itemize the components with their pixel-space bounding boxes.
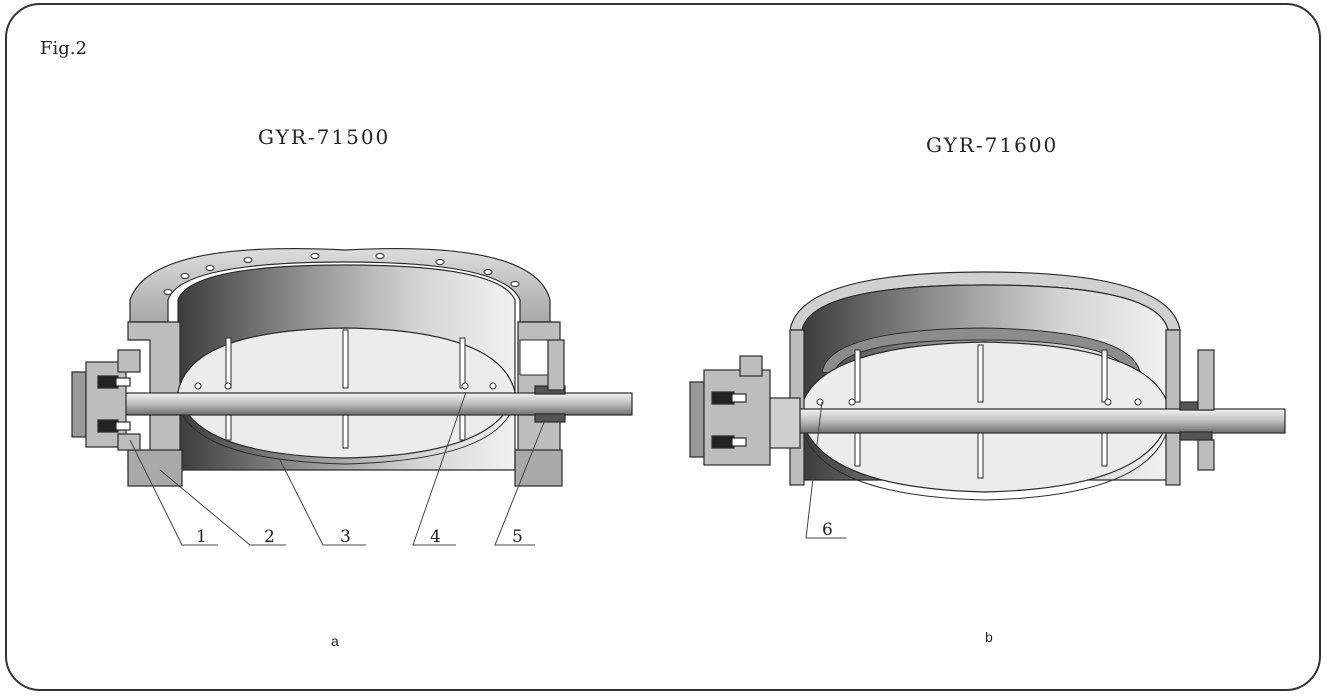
valve-a-left-housing	[71, 349, 141, 451]
valve-a-right-bearing	[534, 339, 566, 423]
figure-label: Fig.2	[40, 38, 87, 59]
valve-a-bolt-holes	[163, 253, 520, 295]
valve-a-lower-flange-left	[127, 449, 183, 487]
panel-a-title: GYR-71500	[258, 125, 390, 149]
panel-b: GYR-71600	[689, 133, 1286, 645]
callout-4: 4	[430, 527, 441, 547]
panel-a-caption: a	[331, 633, 339, 649]
valve-b-right-bearing	[1179, 349, 1215, 471]
callout-2: 2	[264, 527, 275, 547]
callout-6: 6	[822, 520, 833, 540]
valve-a-shaft	[81, 392, 633, 416]
valve-b-drawing	[689, 271, 1286, 501]
callout-3: 3	[340, 527, 351, 547]
valve-a-pins	[194, 382, 497, 390]
valve-b-pins	[816, 398, 1142, 406]
panel-a-leaders	[129, 391, 546, 546]
callout-5: 5	[512, 527, 523, 547]
panel-a: GYR-71500	[71, 125, 633, 649]
valve-a-drawing	[71, 247, 633, 487]
valve-a-flange-ring	[129, 247, 551, 323]
callout-1: 1	[196, 527, 207, 547]
figure-frame	[5, 3, 1321, 691]
valve-a-lower-flange-right	[514, 449, 563, 487]
panel-b-title: GYR-71600	[926, 133, 1058, 157]
valve-b-left-housing	[689, 355, 801, 466]
valve-b-wall-right	[1165, 329, 1181, 486]
panel-b-leader	[805, 401, 846, 539]
panel-b-caption: b	[985, 629, 993, 645]
